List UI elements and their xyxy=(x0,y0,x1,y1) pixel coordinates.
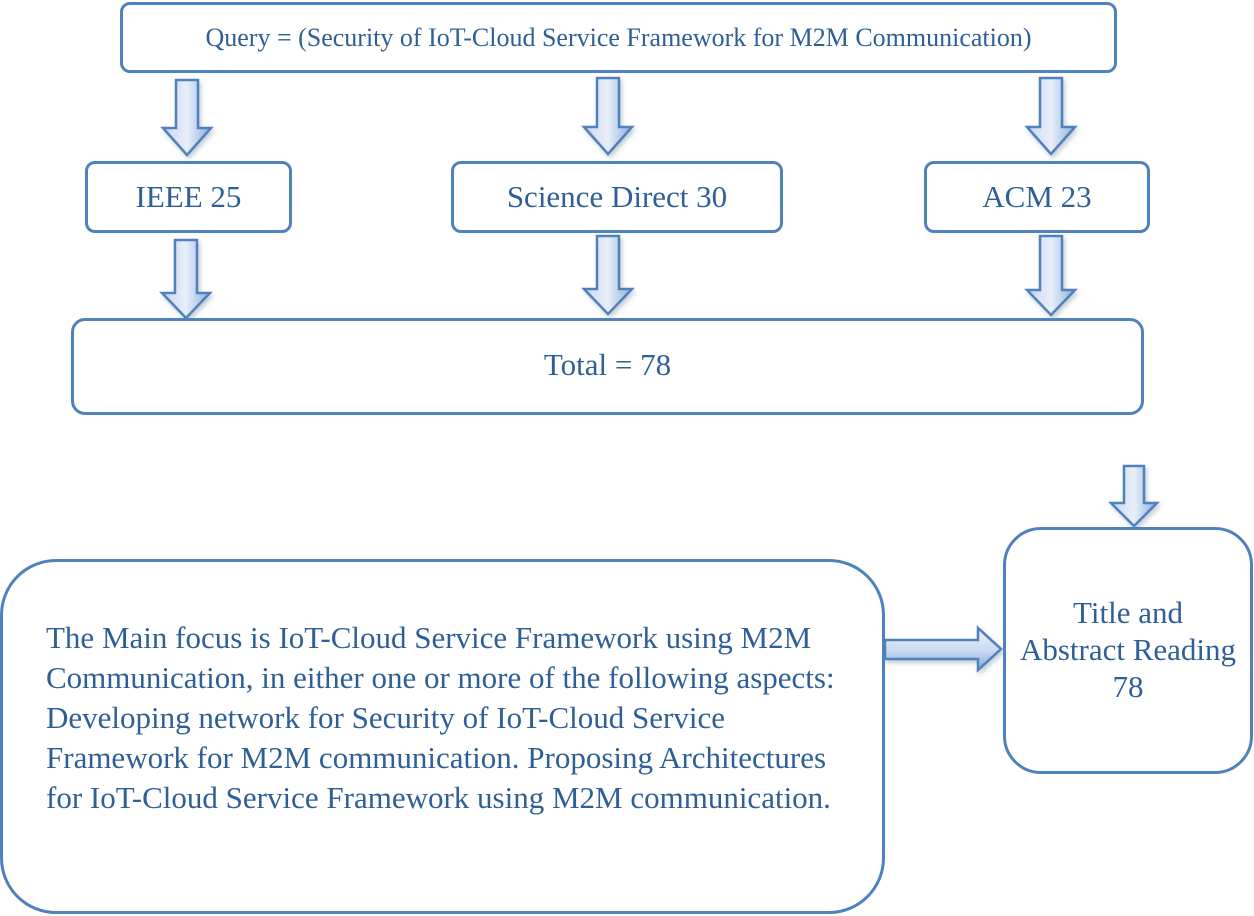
source-label-ieee: IEEE 25 xyxy=(135,179,242,214)
total-box: Total = 78 xyxy=(71,318,1144,415)
total-label: Total = 78 xyxy=(543,347,672,382)
arrow-ieee-to-total xyxy=(159,238,213,320)
arrow-into-reading xyxy=(1107,464,1161,528)
arrow-query-to-science-direct xyxy=(581,76,635,156)
arrow-acm-to-total xyxy=(1024,234,1078,317)
source-box-acm: ACM 23 xyxy=(924,161,1150,233)
query-box: Query = (Security of IoT-Cloud Service F… xyxy=(120,2,1117,73)
source-box-science-direct: Science Direct 30 xyxy=(451,161,783,233)
arrow-science-direct-to-total xyxy=(581,234,635,316)
arrow-focus-to-reading xyxy=(883,625,1003,673)
reading-label: Title and Abstract Reading 78 xyxy=(1019,595,1237,704)
arrow-query-to-ieee xyxy=(160,78,214,157)
source-box-ieee: IEEE 25 xyxy=(85,161,292,233)
query-text: Query = (Security of IoT-Cloud Service F… xyxy=(205,22,1032,52)
source-label-acm: ACM 23 xyxy=(982,179,1092,214)
title-abstract-reading-box: Title and Abstract Reading 78 xyxy=(1003,527,1253,774)
source-label-science-direct: Science Direct 30 xyxy=(506,179,728,214)
focus-text: The Main focus is IoT-Cloud Service Fram… xyxy=(46,620,835,815)
main-focus-box: The Main focus is IoT-Cloud Service Fram… xyxy=(0,559,885,914)
arrow-query-to-acm xyxy=(1024,76,1078,156)
